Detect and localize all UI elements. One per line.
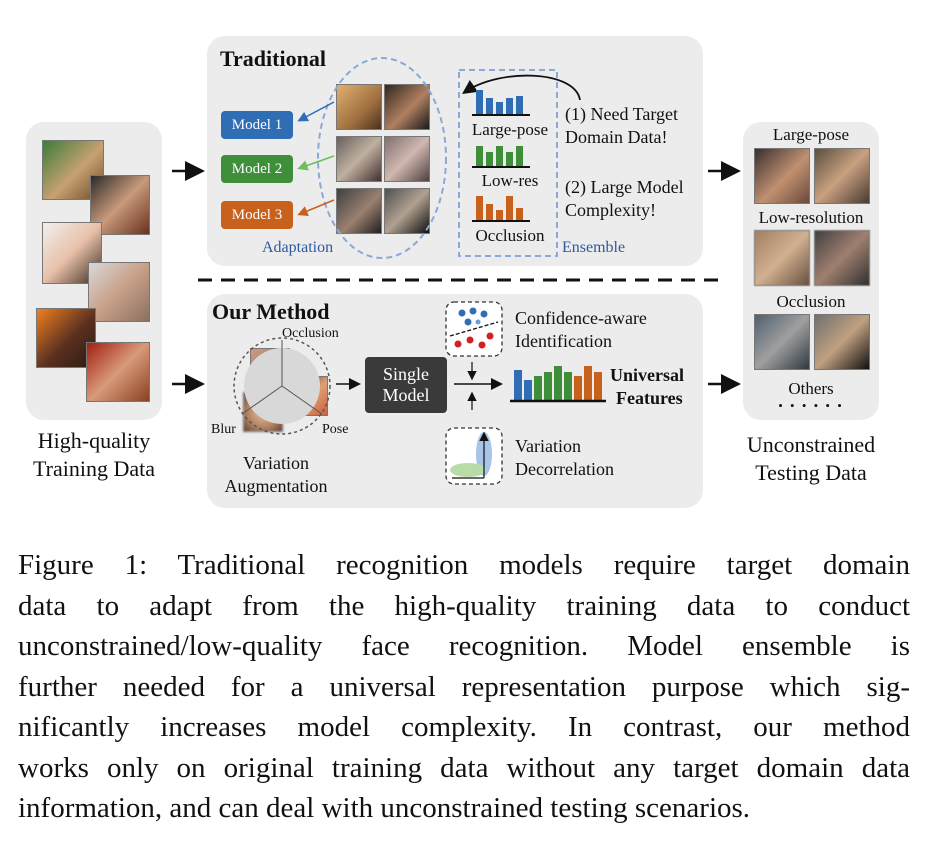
caption-line-2: data to adapt from the high-quality trai… <box>18 589 910 622</box>
aug-spoke-3 <box>281 385 323 415</box>
test-face-pose-1 <box>754 148 810 204</box>
aug-label-line2: Augmentation <box>224 476 328 496</box>
our-method-title: Our Method <box>212 299 330 324</box>
test-face-pose-2 <box>814 148 870 204</box>
adapt-face-lowres-2 <box>384 136 430 182</box>
testing-label-line1: Unconstrained <box>746 432 876 457</box>
universal-line1: Universal <box>610 365 684 385</box>
ensemble-box <box>458 69 558 257</box>
test-face-occl-2 <box>814 314 870 370</box>
decorrelation-line1: Variation <box>515 436 581 456</box>
model-1-box: Model 1 <box>221 111 293 139</box>
variation-occlusion: Occlusion <box>475 226 545 245</box>
aug-blur-label: Blur <box>211 422 236 437</box>
adapt-arrow-3 <box>297 199 335 216</box>
figure-graphics <box>172 57 741 485</box>
caption-line-7: information, and can deal with unconstra… <box>18 792 751 824</box>
variation-low-res: Low-res <box>481 171 539 190</box>
confidence-line2: Identification <box>515 331 612 351</box>
training-label-line2: Training Data <box>32 456 155 481</box>
aug-outer-circle <box>233 337 331 435</box>
figure-caption: Figure 1: Traditional recognition models… <box>18 545 910 829</box>
need-target-line2: Domain Data! <box>565 127 668 147</box>
confidence-divider <box>449 321 499 337</box>
bars-low-res <box>476 146 523 166</box>
model-2-box: Model 2 <box>221 155 293 183</box>
test-cat-large-pose: Large-pose <box>772 125 850 144</box>
adapt-face-pose-1 <box>336 84 382 130</box>
complexity-line2: Complexity! <box>565 200 656 220</box>
variation-large-pose: Large-pose <box>471 120 549 139</box>
single-model-box: Single Model <box>365 357 447 413</box>
test-face-occl-1 <box>754 314 810 370</box>
test-face-lowres-1 <box>754 230 810 286</box>
test-cat-others: Others <box>788 379 834 398</box>
ensemble-label: Ensemble <box>562 239 626 256</box>
caption-line-5: nificantly increases model complexity. I… <box>18 711 910 743</box>
testing-label-line2: Testing Data <box>755 460 867 485</box>
universal-line2: Features <box>616 388 683 408</box>
confidence-line1: Confidence-aware <box>515 308 647 328</box>
training-face-4 <box>88 262 150 322</box>
aug-spoke-2 <box>241 385 283 415</box>
caption-line-4: further needed for a universal represent… <box>18 670 910 703</box>
need-curve-arrow <box>462 74 581 101</box>
confidence-dots <box>454 307 494 349</box>
single-model-line2: Model <box>382 385 430 405</box>
test-face-lowres-2 <box>814 230 870 286</box>
single-model-line1: Single <box>382 364 429 384</box>
adapt-face-occl-1 <box>336 188 382 234</box>
adaptation-label: Adaptation <box>262 239 334 256</box>
decorrelation-line2: Decorrelation <box>515 459 614 479</box>
test-cat-low-res: Low-resolution <box>758 208 864 227</box>
bars-universal <box>514 366 602 400</box>
caption-line-1: Figure 1: Traditional recognition models… <box>18 549 910 581</box>
aug-label-line1: Variation <box>243 453 309 473</box>
adapt-face-occl-2 <box>384 188 430 234</box>
adapt-face-lowres-1 <box>336 136 382 182</box>
decor-ellipse-green <box>450 463 486 477</box>
test-ellipsis: • • • • • • <box>778 398 844 413</box>
traditional-title: Traditional <box>220 46 326 71</box>
training-label-line1: High-quality <box>37 428 151 453</box>
bars-large-pose <box>476 90 523 114</box>
caption-line-6: works only on original training data wit… <box>18 751 910 784</box>
adapt-arrow-2 <box>297 155 335 171</box>
training-face-6 <box>86 342 150 402</box>
aug-occlusion-label: Occlusion <box>282 326 339 341</box>
adaptation-ellipse <box>317 57 447 259</box>
complexity-line1: (2) Large Model <box>565 177 684 197</box>
caption-line-3: unconstrained/low-quality face recogniti… <box>18 630 910 662</box>
model-3-box: Model 3 <box>221 201 293 229</box>
adapt-arrow-1 <box>297 101 335 122</box>
adapt-face-pose-2 <box>384 84 430 130</box>
aug-pose-label: Pose <box>322 422 349 437</box>
bars-occlusion <box>476 196 523 220</box>
test-cat-occlusion: Occlusion <box>776 292 846 311</box>
need-target-line1: (1) Need Target <box>565 104 679 124</box>
